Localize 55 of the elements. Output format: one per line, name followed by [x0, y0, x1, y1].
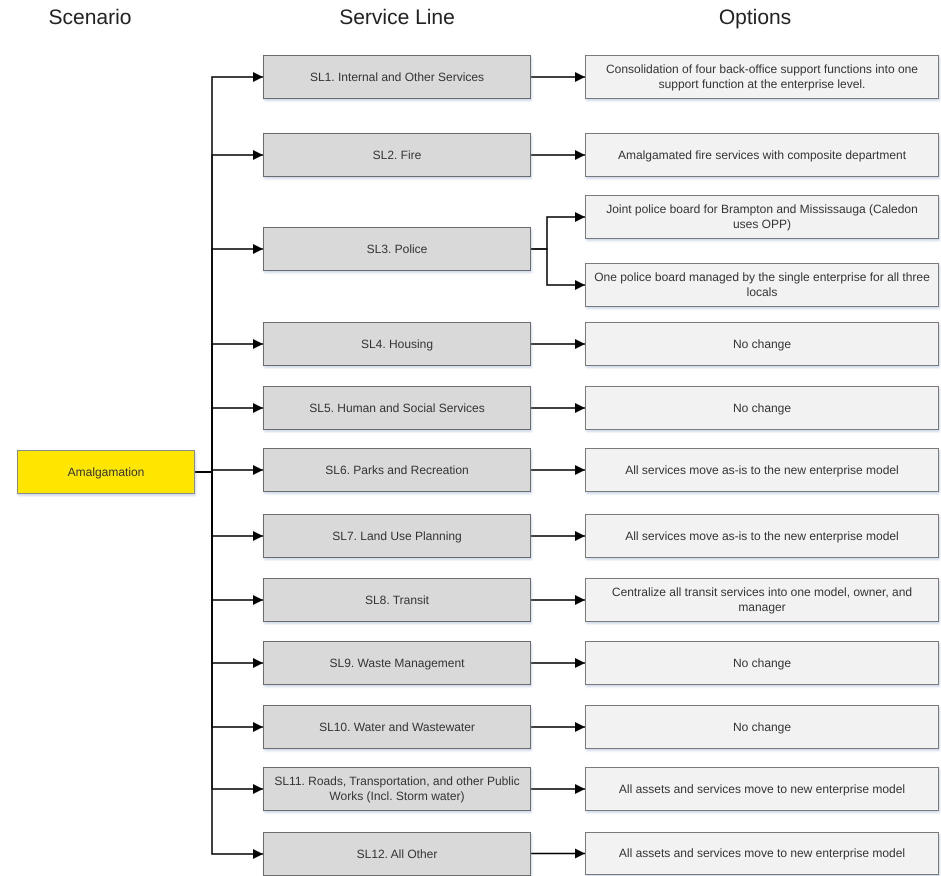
box-text: Amalgamation [68, 464, 144, 480]
option-box [585, 767, 939, 811]
connector-arrow [531, 531, 585, 541]
box-text: All services move as-is to the new enterprise model [625, 462, 899, 478]
box-text: One police board managed by the single enterprise for all three locals [594, 270, 930, 300]
connector-arrow [531, 248, 585, 290]
connector-arrow [531, 658, 585, 668]
column-heading: Scenario [48, 6, 132, 30]
box-text: SL1. Internal and Other Services [310, 70, 484, 84]
option-box [585, 832, 939, 875]
box-text: SL8. Transit [364, 592, 430, 608]
box-text: All assets and services move to new enterprise model [618, 782, 906, 796]
connector-arrow [531, 339, 585, 349]
box-text: SL5. Human and Social Services [309, 400, 485, 416]
connector-arrow [531, 465, 585, 475]
option-box [585, 578, 939, 622]
box-text: SL2. Fire [372, 148, 422, 162]
connector-arrow [531, 784, 585, 794]
box-text: No change [732, 656, 792, 670]
box-text: SL7. Land Use Planning [332, 528, 462, 544]
option-box [585, 55, 939, 99]
box-text: SL3. Police [366, 242, 428, 256]
column-heading: Service Line [339, 6, 455, 30]
box-text: SL11. Roads, Transportation, and other Public Works (Incl. Storm water) [273, 774, 521, 804]
connector-arrow [531, 72, 585, 82]
option-box [585, 133, 939, 177]
box-text: Amalgamated fire services with composite department [618, 148, 906, 162]
option-box [585, 514, 939, 558]
box-text: SL4. Housing [360, 336, 434, 352]
box-text: SL10. Water and Wastewater [319, 720, 475, 734]
box-text: Consolidation of four back-office support functions into one support function at the enterprise level. [605, 62, 919, 92]
option-box [585, 641, 939, 685]
connector-arrow [531, 848, 585, 858]
option-box [585, 448, 939, 492]
box-text: SL9. Waste Management [330, 656, 464, 670]
option-box [585, 705, 939, 749]
connector-arrow [531, 403, 585, 413]
box-text: SL6. Parks and Recreation [325, 462, 469, 478]
box-text: No change [732, 400, 792, 416]
option-box [585, 195, 939, 239]
scenario-box [17, 450, 195, 494]
box-text: No change [732, 336, 792, 352]
connector-arrow [531, 150, 585, 160]
box-text: No change [732, 720, 792, 734]
connector-arrow [531, 722, 585, 732]
box-text: All assets and services move to new enterprise model [618, 846, 906, 861]
option-box [585, 263, 939, 307]
box-text: All services move as-is to the new enterprise model [625, 528, 899, 544]
connector-arrow [531, 595, 585, 605]
column-heading: Options [718, 6, 792, 30]
box-text: Centralize all transit services into one model, owner, and manager [610, 585, 914, 615]
option-box [585, 386, 939, 430]
box-text: SL12. All Other [356, 846, 438, 862]
box-text: Joint police board for Brampton and Mississauga (Caledon uses OPP) [605, 202, 919, 232]
option-box [585, 322, 939, 366]
